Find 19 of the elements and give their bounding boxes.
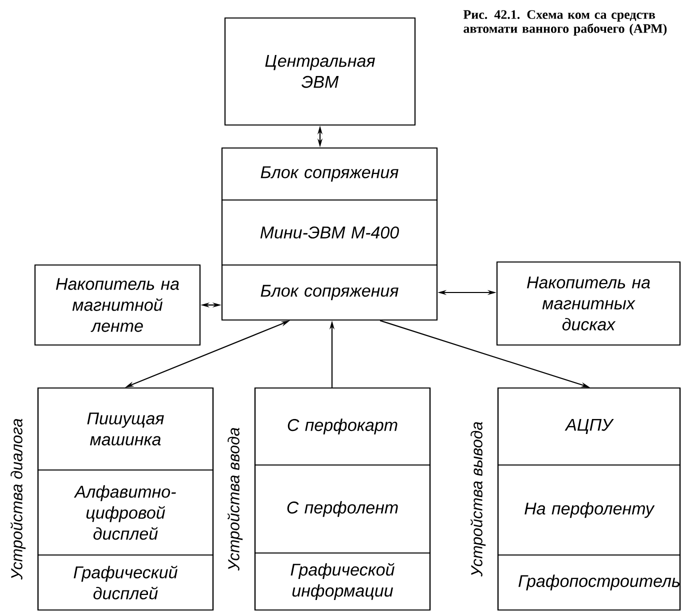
block-box: Центральная ЭВМ xyxy=(224,17,416,126)
node-label: Устройства ввода xyxy=(227,428,243,571)
block-box: Мини-ЭВМ М-400 xyxy=(221,199,438,266)
block-box: Пишущая машинка xyxy=(37,387,214,471)
block-box: Графопостроитель xyxy=(497,554,681,611)
caption: Рис. 42.1. Схема ком са средств автомати ванного рабочего (АРМ) xyxy=(463,10,667,36)
block-box: С перфокарт xyxy=(254,387,431,466)
block-box: Блок сопряжения xyxy=(221,147,438,201)
block-box: Накопитель на магнитных дисках xyxy=(496,261,681,346)
block-box: Графический дисплей xyxy=(37,554,214,611)
block-box: Графической информации xyxy=(254,552,431,611)
block-box: АЦПУ xyxy=(497,387,681,466)
block-box: На перфоленту xyxy=(497,464,681,556)
block-box: Алфавитно-цифровой дисплей xyxy=(37,469,214,556)
node-label: Устройства диалога xyxy=(10,418,26,580)
block-box: Блок сопряжения xyxy=(221,264,438,321)
block-box: Накопитель на магнитной ленте xyxy=(34,264,201,346)
node-label: Устройства вывода xyxy=(470,422,486,577)
block-box: С перфолент xyxy=(254,464,431,554)
